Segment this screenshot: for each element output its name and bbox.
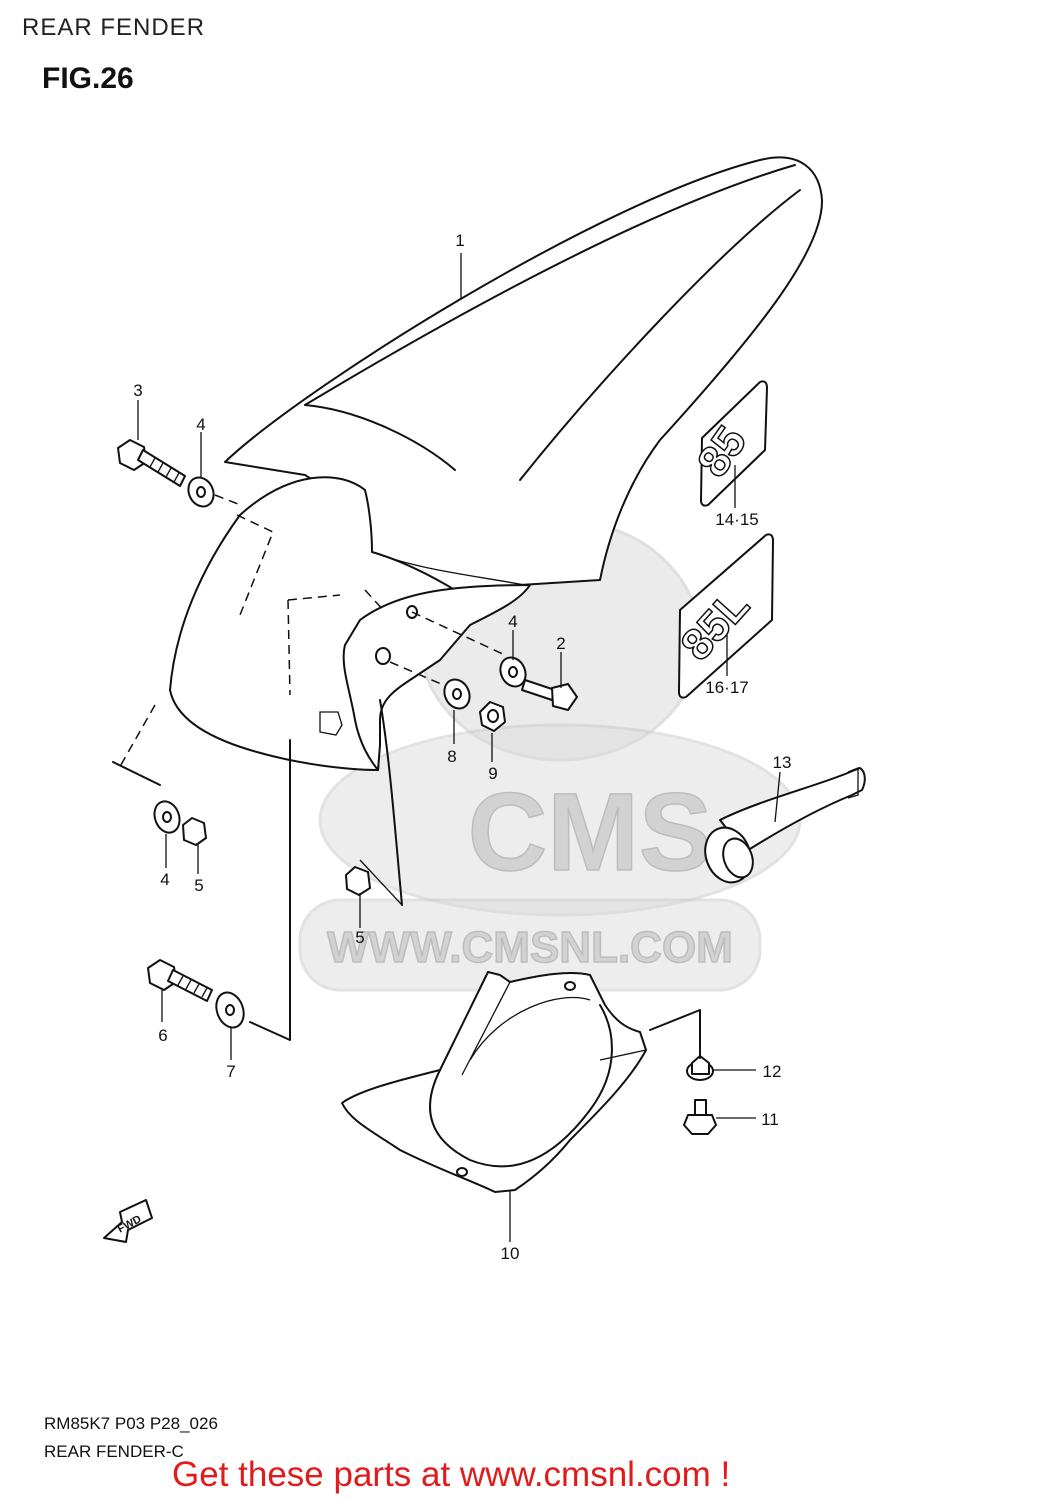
diagram-title: REAR FENDER-C bbox=[44, 1442, 184, 1461]
cms-watermark: CMS WWW.CMSNL.COM bbox=[298, 518, 802, 992]
mudguard-part-10 bbox=[341, 971, 647, 1193]
callout-label: 13 bbox=[773, 753, 792, 772]
leader-lines bbox=[137, 253, 781, 1242]
callout-labels: 1 2 3 4 4 4 5 5 6 7 8 9 10 11 12 13 14·1… bbox=[133, 231, 791, 1263]
callout-label: 14·15 bbox=[715, 510, 758, 529]
emblem-part-16-17: 85L bbox=[671, 533, 774, 699]
figure-number: FIG.26 bbox=[42, 62, 134, 95]
strap-part-13 bbox=[704, 767, 866, 884]
washer-part-4-upper bbox=[187, 476, 239, 508]
callout-label: 5 bbox=[194, 876, 203, 895]
callout-label: 10 bbox=[501, 1244, 520, 1263]
rear-fender-part bbox=[112, 156, 824, 1041]
callout-label: 4 bbox=[196, 415, 205, 434]
callout-label: 5 bbox=[355, 928, 364, 947]
screw-part-11 bbox=[683, 1099, 717, 1135]
callout-label: 8 bbox=[447, 747, 456, 766]
bolt-part-6 bbox=[147, 959, 213, 1002]
callout-label: 1 bbox=[455, 231, 464, 250]
nut-part-5-center bbox=[345, 866, 371, 896]
callout-label: 3 bbox=[133, 381, 142, 400]
bolt-part-3 bbox=[117, 439, 186, 487]
nut-part-5-left bbox=[182, 817, 207, 846]
clip-nut-part-12 bbox=[686, 1055, 714, 1081]
callout-label: 4 bbox=[508, 612, 517, 631]
watermark-brand: CMS bbox=[468, 771, 712, 894]
callout-label: 11 bbox=[761, 1110, 779, 1129]
diagram-code: RM85K7 P03 P28_026 bbox=[44, 1414, 218, 1433]
callout-label: 7 bbox=[226, 1062, 235, 1081]
promo-link-text[interactable]: Get these parts at www.cmsnl.com ! bbox=[172, 1455, 731, 1494]
nut-part-9 bbox=[479, 701, 506, 732]
callout-label: 9 bbox=[488, 764, 497, 783]
washer-part-8 bbox=[443, 678, 471, 710]
callout-label: 2 bbox=[556, 634, 565, 653]
washer-part-4-middle bbox=[499, 656, 527, 688]
callout-label: 4 bbox=[160, 870, 169, 889]
watermark-url: WWW.CMSNL.COM bbox=[327, 923, 733, 972]
washer-part-7 bbox=[215, 991, 245, 1029]
callout-label: 12 bbox=[763, 1062, 782, 1081]
callout-label: 16·17 bbox=[705, 678, 748, 697]
callout-label: 6 bbox=[158, 1026, 167, 1045]
bolt-part-2 bbox=[521, 679, 578, 711]
page-title: REAR FENDER bbox=[22, 14, 206, 41]
emblem-part-14-15: 85 bbox=[687, 380, 768, 507]
washer-part-4-lower bbox=[153, 800, 181, 834]
forward-direction-arrow: FWD bbox=[103, 1199, 153, 1243]
